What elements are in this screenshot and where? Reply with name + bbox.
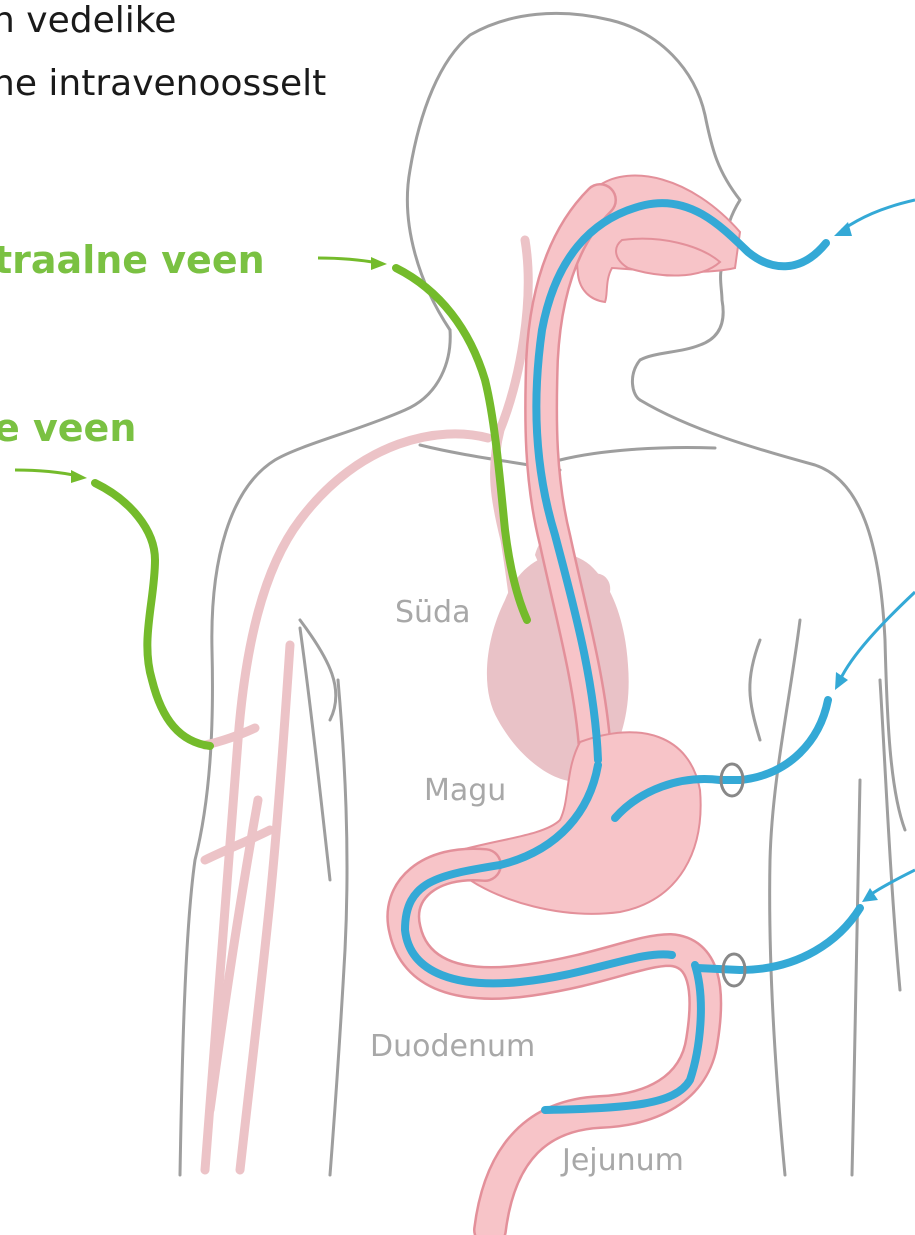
stomach-label: Magu	[424, 773, 506, 808]
jejunostomy-tube	[697, 908, 860, 970]
central-vein-label: traalne veen	[0, 238, 265, 282]
heading-line-2: ne intravenoosselt	[0, 63, 326, 104]
peripheral-vein-label: e veen	[0, 406, 136, 450]
heading-line-1: n vedelike	[0, 0, 176, 41]
jejunum-label: Jejunum	[560, 1143, 684, 1178]
peripheral-venous-line	[95, 483, 210, 746]
central-venous-line	[396, 268, 527, 620]
heart-label: Süda	[395, 595, 470, 630]
duodenum-label: Duodenum	[370, 1029, 535, 1064]
